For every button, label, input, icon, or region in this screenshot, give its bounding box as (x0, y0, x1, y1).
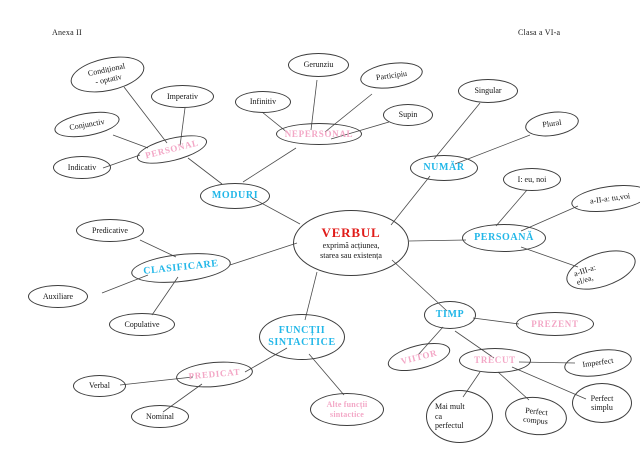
core-subtitle-line2: starea sau existența (320, 251, 382, 261)
subbranch-node-trecut[interactable]: TRECUT (459, 348, 531, 373)
subbranch-label-alte-functii-line2: sintactice (330, 409, 364, 419)
branch-label-moduri: MODURI (211, 190, 259, 202)
subbranch-label-viitor: VIITOR (399, 347, 439, 367)
subbranch-node-predicat[interactable]: PREDICAT (175, 358, 254, 391)
subbranch-node-personal[interactable]: PERSONAL (134, 129, 210, 170)
branch-label-numar: NUMĂR (423, 162, 465, 174)
leaf-node-imperfect[interactable]: Imperfect (562, 345, 634, 381)
core-title: VERBUL (321, 224, 381, 240)
branch-node-persoana[interactable]: PERSOANĂ (462, 224, 546, 252)
leaf-label-perfect-simplu-line2: simplu (591, 403, 613, 412)
leaf-label-singular: Singular (474, 86, 502, 96)
leaf-label-nominal: Nominal (146, 411, 174, 421)
leaf-node-infinitiv[interactable]: Infinitiv (235, 91, 291, 113)
leaf-label-mmcp-line1: Mai mult (435, 402, 465, 412)
leaf-label-supin: Supin (398, 110, 418, 120)
branch-node-clasificare[interactable]: CLASIFICARE (129, 248, 233, 288)
leaf-node-singular[interactable]: Singular (458, 79, 518, 103)
subbranch-node-prezent[interactable]: PREZENT (516, 312, 594, 336)
branch-node-numar[interactable]: NUMĂR (410, 155, 478, 181)
branch-label-persoana: PERSOANĂ (474, 232, 534, 244)
branch-label-timp: TIMP (435, 309, 465, 321)
leaf-node-conditional-optativ[interactable]: Condițional - optativ (67, 50, 148, 99)
leaf-label-indicativ: Indicativ (67, 162, 97, 172)
leaf-node-verbal[interactable]: Verbal (73, 375, 126, 397)
leaf-label-persoana-i: I: eu, noi (517, 174, 547, 184)
leaf-node-predicative[interactable]: Predicative (76, 219, 144, 242)
leaf-label-auxiliare: Auxiliare (42, 291, 74, 301)
leaf-label-mmcp-line3: perfectul (435, 421, 464, 431)
leaf-label-imperativ: Imperativ (166, 91, 199, 101)
leaf-node-persoana-ii[interactable]: a-II-a: tu,voi (569, 180, 640, 217)
leaf-label-imperfect: Imperfect (581, 356, 614, 370)
leaf-node-plural[interactable]: Plural (523, 108, 581, 140)
leaf-label-persoana-ii: a-II-a: tu,voi (589, 191, 631, 206)
branch-node-moduri[interactable]: MODURI (200, 183, 270, 209)
leaf-label-verbal: Verbal (89, 381, 110, 391)
core-node-verbul[interactable]: VERBUL exprimă acțiunea, starea sau exis… (293, 210, 409, 276)
subbranch-label-prezent: PREZENT (531, 318, 579, 329)
leaf-node-supin[interactable]: Supin (383, 104, 433, 126)
leaf-label-gerunziu: Gerunziu (303, 60, 334, 70)
branch-node-timp[interactable]: TIMP (424, 301, 476, 329)
subbranch-label-nepersonal: NEPERSONAL (284, 128, 354, 139)
leaf-node-indicativ[interactable]: Indicativ (53, 156, 111, 179)
leaf-node-copulative[interactable]: Copulative (109, 313, 175, 336)
leaf-label-copulative: Copulative (124, 319, 160, 329)
core-subtitle-line1: exprimă acțiunea, (322, 241, 380, 251)
subbranch-label-personal: PERSONAL (144, 137, 200, 161)
leaf-node-imperativ[interactable]: Imperativ (151, 85, 214, 108)
leaf-label-mmcp-line2: ca (435, 411, 443, 421)
header-right-clasa: Clasa a VI-a (518, 28, 561, 37)
branch-label-functii: FUNCȚII (278, 325, 326, 337)
subbranch-node-viitor[interactable]: VIITOR (385, 337, 453, 377)
subbranch-label-alte-functii-line1: Alte funcții (326, 399, 368, 409)
header-left-anexa: Anexa II (52, 28, 82, 37)
leaf-node-mai-mult-ca-perfectul[interactable]: Mai mult ca perfectul (426, 390, 493, 443)
leaf-label-participiu: Participiu (375, 68, 408, 82)
leaf-label-conjunctiv: Conjunctiv (68, 116, 106, 132)
leaf-node-nominal[interactable]: Nominal (131, 405, 189, 428)
leaf-node-persoana-iii[interactable]: a-III-a: el/ea, (561, 242, 640, 298)
leaf-node-persoana-i[interactable]: I: eu, noi (503, 168, 561, 191)
subbranch-node-nepersonal[interactable]: NEPERSONAL (276, 123, 362, 145)
leaf-label-predicative: Predicative (92, 225, 128, 235)
subbranch-label-predicat: PREDICAT (188, 366, 241, 382)
leaf-label-infinitiv: Infinitiv (249, 97, 277, 107)
branch-label-clasificare: CLASIFICARE (142, 258, 220, 278)
leaf-label-plural: Plural (541, 117, 563, 130)
leaf-node-participiu[interactable]: Participiu (358, 58, 425, 93)
subbranch-node-alte-functii[interactable]: Alte funcții sintactice (310, 393, 384, 426)
leaf-node-auxiliare[interactable]: Auxiliare (28, 285, 88, 308)
leaf-node-gerunziu[interactable]: Gerunziu (288, 53, 349, 77)
leaf-label-perfect-simplu-line1: Perfect (590, 393, 614, 403)
leaf-node-perfect-compus[interactable]: Perfect compus (503, 393, 569, 439)
branch-label-sintactice: SINTACTICE (268, 337, 336, 348)
subbranch-label-trecut: TRECUT (474, 355, 516, 366)
branch-node-functii-sintactice[interactable]: FUNCȚII SINTACTICE (259, 314, 345, 360)
leaf-node-perfect-simplu[interactable]: Perfect simplu (572, 383, 632, 423)
leaf-node-conjunctiv[interactable]: Conjunctiv (52, 107, 122, 142)
